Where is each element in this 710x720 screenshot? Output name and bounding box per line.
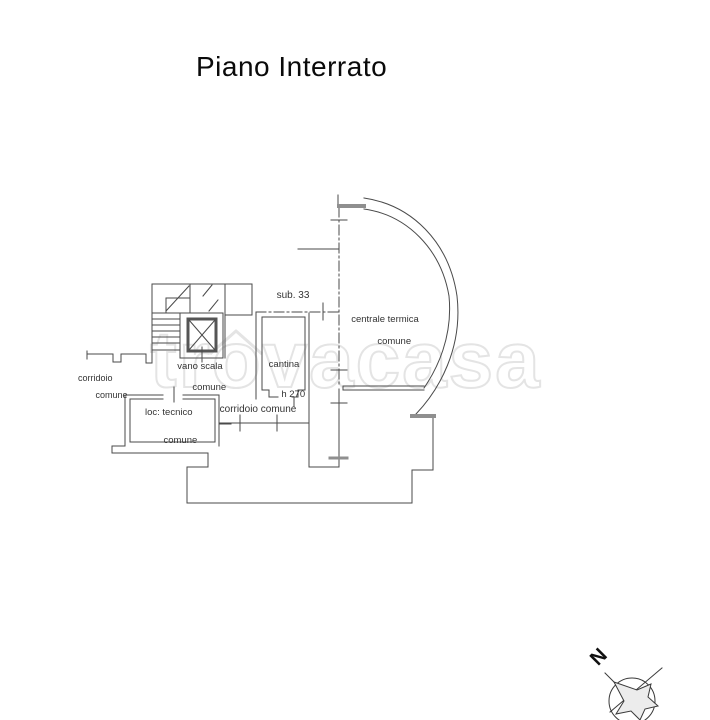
label-loc-tecnico-line2: comune <box>163 435 198 446</box>
centrale-termica-room <box>297 194 459 415</box>
cantina-room <box>255 302 340 424</box>
label-centrale-termica-line2: comune <box>377 336 412 347</box>
label-corridoio-left-line1: corridoio <box>78 373 113 383</box>
compass-icon <box>604 667 663 720</box>
label-sub33: sub. 33 <box>276 290 310 301</box>
label-cantina-line1: cantina <box>268 359 300 370</box>
loc-tecnico-room <box>124 386 232 447</box>
label-corridoio-left-line2: comune <box>95 390 128 400</box>
curved-wall-inner <box>363 208 451 389</box>
label-centrale-termica: centrale termica comune <box>351 314 419 347</box>
label-cantina: cantina h 270 <box>263 357 305 402</box>
label-vano-scala-line2: comune <box>192 382 227 393</box>
label-loc-tecnico-line1: loc: tecnico <box>145 407 193 418</box>
watermark-text: trovacasa <box>149 315 542 404</box>
left-corridor-wall <box>86 349 153 364</box>
label-cantina-line2: h 270 <box>281 389 306 400</box>
label-corridoio-center: corridoio comune <box>219 404 297 415</box>
plan-lines <box>86 194 663 720</box>
building-outline <box>111 414 436 504</box>
label-centrale-termica-line1: centrale termica <box>351 314 419 325</box>
label-vano-scala-line1: vano scala <box>177 361 223 372</box>
staircase <box>151 283 226 359</box>
elevator-shaft <box>179 312 224 363</box>
service-duct <box>224 283 253 316</box>
label-vano-scala: vano scala comune <box>174 361 227 394</box>
label-loc-tecnico: loc: tecnico comune <box>145 406 197 448</box>
curved-wall-outer <box>363 197 459 415</box>
label-corridoio-left: corridoio comune <box>78 374 128 400</box>
page-title: Piano Interrato <box>196 51 388 82</box>
corridor-walls <box>218 388 349 468</box>
